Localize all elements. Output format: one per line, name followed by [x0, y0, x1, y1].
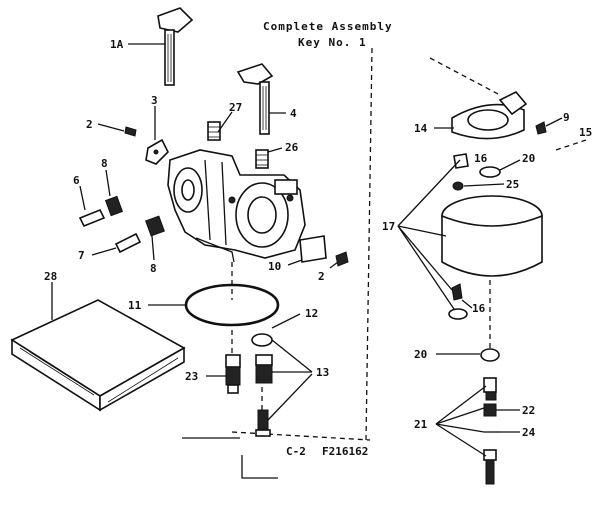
title-line-1: Complete Assembly [263, 20, 393, 33]
leader-26 [267, 147, 283, 153]
label-12: 12 [305, 307, 318, 320]
label-1a: 1A [110, 38, 124, 51]
label-2a: 2 [86, 118, 93, 131]
leader-13-a [271, 339, 313, 373]
leader-21-c [435, 423, 485, 433]
leader-10 [287, 259, 303, 266]
label-7: 7 [78, 249, 85, 262]
leader-2a [97, 123, 125, 132]
leader-16b [461, 299, 473, 309]
label-8a: 8 [101, 157, 108, 170]
part-float-14 [451, 91, 528, 140]
part-spring-26 [255, 149, 269, 169]
label-20a: 20 [522, 152, 535, 165]
leader-25 [463, 183, 505, 187]
label-15: 15 [579, 126, 592, 139]
label-10: 10 [268, 260, 281, 273]
leader-8a [105, 169, 111, 197]
label-22: 22 [522, 404, 535, 417]
leader-21-a [435, 385, 487, 425]
footer-code: C-2 [286, 445, 306, 458]
part-needle-7 [114, 232, 142, 254]
leader-9 [545, 117, 563, 127]
part-screw-2a [124, 126, 137, 137]
part-clip-16b [451, 283, 463, 301]
part-bolt-21 [483, 449, 497, 485]
label-6: 6 [73, 174, 80, 187]
label-25: 25 [506, 178, 519, 191]
part-inlet-needle-16a [453, 153, 469, 169]
part-throttle-shaft [236, 63, 274, 135]
label-23: 23 [185, 370, 198, 383]
part-idle-screw-6 [78, 208, 106, 228]
part-float-bowl-17 [441, 195, 543, 277]
label-9: 9 [563, 111, 570, 124]
part-spring-8a [104, 195, 124, 217]
label-14: 14 [414, 122, 428, 135]
part-washer-20a [479, 166, 501, 178]
assembly-boundary-bottom [231, 431, 371, 441]
part-bracket-10 [299, 235, 327, 263]
leader-17-a [397, 159, 461, 227]
label-3: 3 [151, 94, 158, 107]
label-8b: 8 [150, 262, 157, 275]
bracket-line [241, 455, 278, 479]
assembly-boundary-top-right [429, 57, 501, 96]
label-20b: 20 [414, 348, 427, 361]
part-bowl-nut-21 [483, 377, 497, 401]
part-pin-9 [535, 121, 547, 135]
leader-17-b [397, 225, 447, 237]
part-spring-8b [145, 215, 165, 237]
pin-15-axis [555, 139, 587, 151]
part-washer-12 [251, 333, 273, 347]
leader-8b [151, 235, 155, 261]
leader-20a [499, 159, 521, 171]
footer-figure-number: F216162 [322, 445, 368, 458]
leader-12 [271, 313, 301, 329]
leader-17-d [397, 225, 457, 313]
leader-21-d [435, 423, 487, 457]
label-16a: 16 [474, 152, 488, 165]
part-spring-25 [452, 181, 464, 191]
label-4: 4 [290, 107, 297, 120]
leader-13-c [267, 373, 313, 421]
label-24: 24 [522, 426, 536, 439]
part-choke-shaft [157, 7, 194, 86]
part-seat-16b [448, 308, 468, 320]
leader-17-c [397, 225, 453, 291]
part-spring-27 [207, 121, 221, 141]
label-26: 26 [285, 141, 299, 154]
leader-6 [79, 185, 86, 211]
label-2b: 2 [318, 270, 325, 283]
part-nozzle-13a [255, 354, 273, 384]
part-carburetor-body [167, 149, 306, 263]
choke-plate-hole [153, 149, 159, 155]
assembly-boundary-line [365, 47, 373, 441]
part-oring-22 [483, 403, 497, 417]
label-27: 27 [229, 101, 242, 114]
part-filter-pad-28 [10, 299, 186, 412]
part-nozzle-13b [255, 409, 271, 437]
label-13: 13 [316, 366, 329, 379]
leader-27 [217, 111, 233, 133]
leader-21-b [435, 407, 485, 425]
leader-2b [329, 261, 339, 269]
title-line-2: Key No. 1 [298, 36, 367, 49]
label-16b: 16 [472, 302, 486, 315]
part-bowl-nut-23 [225, 354, 241, 394]
leader-7 [91, 247, 117, 256]
part-washer-20b [480, 348, 500, 362]
label-28: 28 [44, 270, 57, 283]
label-21: 21 [414, 418, 428, 431]
label-11: 11 [128, 299, 142, 312]
part-screw-2b [335, 251, 349, 267]
label-17: 17 [382, 220, 395, 233]
